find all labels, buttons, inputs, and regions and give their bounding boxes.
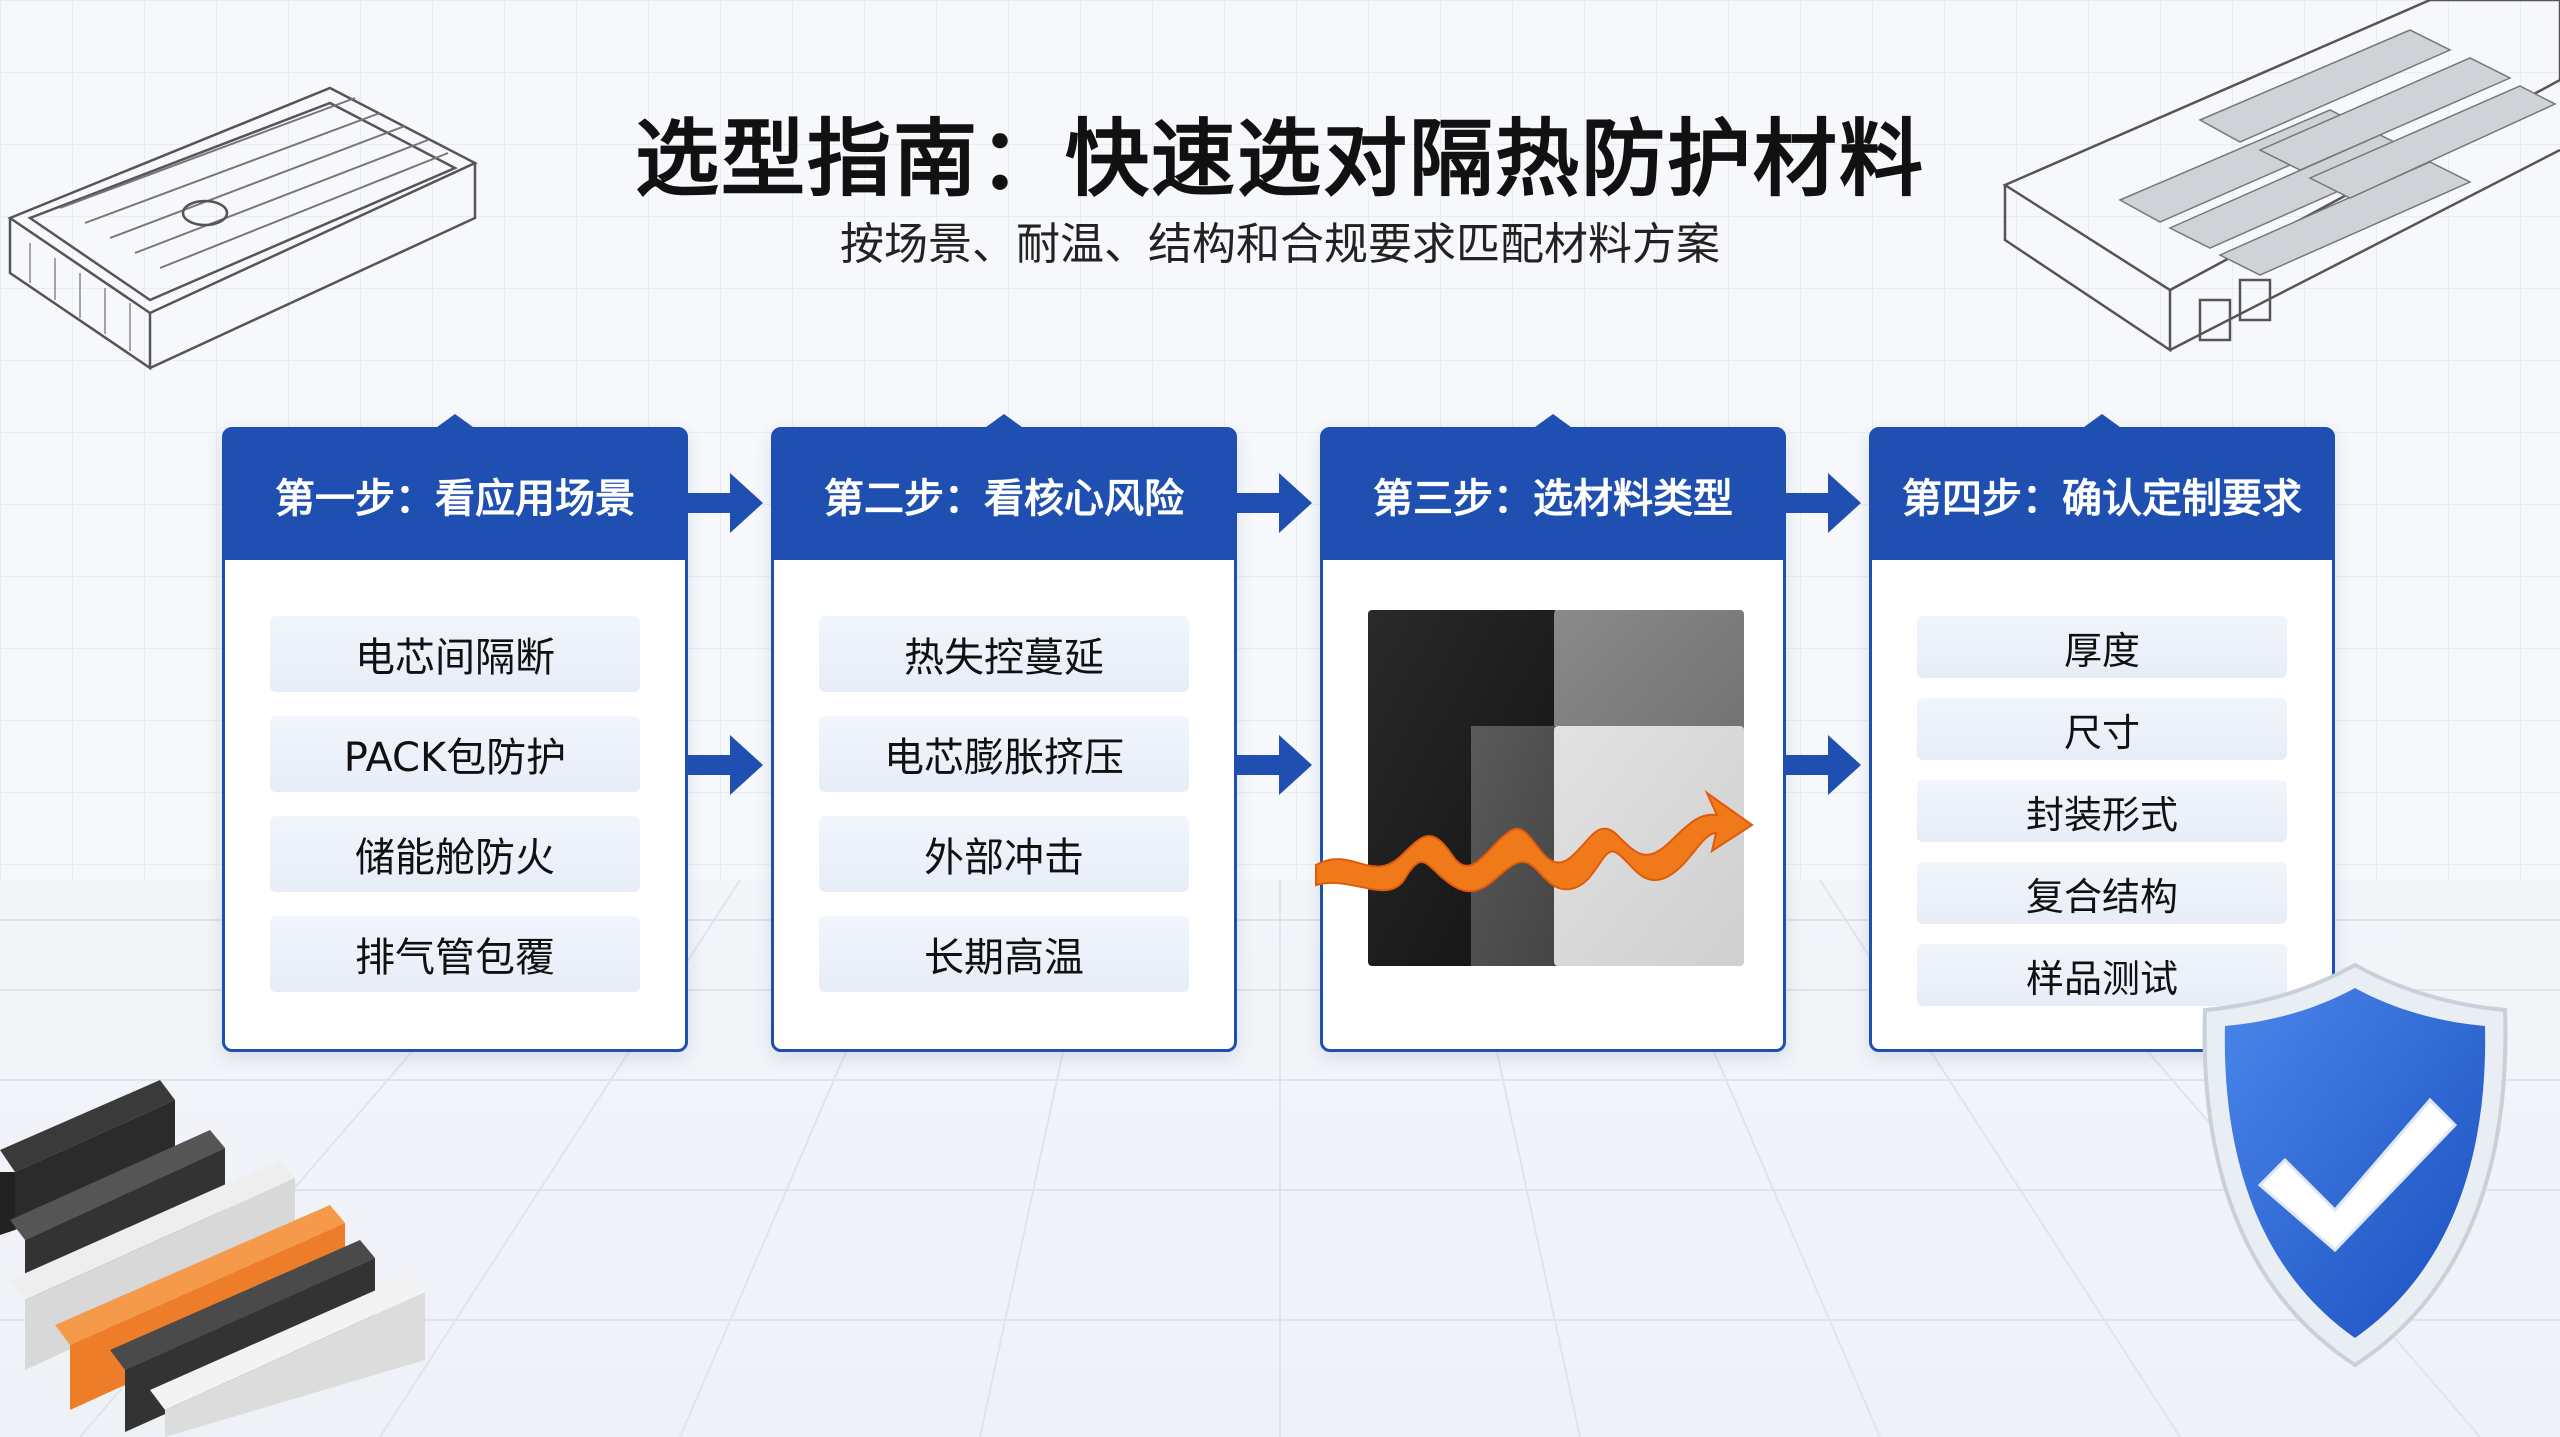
step-item: 电芯间隔断: [270, 616, 640, 692]
flame-wave-icon: [1315, 790, 1754, 893]
step-card-2: 第二步：看核心风险 热失控蔓延 电芯膨胀挤压 外部冲击 长期高温: [771, 414, 1237, 1052]
step-title: 第一步：看应用场景: [225, 430, 685, 560]
step-item: 外部冲击: [819, 816, 1189, 892]
arrow-right-icon: [1234, 473, 1312, 533]
step-title: 第三步：选材料类型: [1323, 430, 1783, 560]
battery-module-icon: [2002, 0, 2560, 353]
battery-pack-icon: [7, 86, 478, 371]
card-notch: [433, 414, 477, 430]
card-notch: [2080, 414, 2124, 430]
step-item: 复合结构: [1917, 862, 2287, 924]
step-item: PACK包防护: [270, 716, 640, 792]
page-title: 选型指南：快速选对隔热防护材料: [634, 110, 1925, 208]
step-item: 电芯膨胀挤压: [819, 716, 1189, 792]
arrow-right-icon: [685, 735, 763, 795]
step-items: 厚度 尺寸 封装形式 复合结构 样品测试: [1917, 616, 2287, 1026]
step-card-1: 第一步：看应用场景 电芯间隔断 PACK包防护 储能舱防火 排气管包覆: [222, 414, 688, 1052]
step-title: 第四步：确认定制要求: [1872, 430, 2332, 560]
step-item: 尺寸: [1917, 698, 2287, 760]
step-item: 封装形式: [1917, 780, 2287, 842]
material-strips-image: [0, 1080, 425, 1437]
step-item: 储能舱防火: [270, 816, 640, 892]
step-items: 热失控蔓延 电芯膨胀挤压 外部冲击 长期高温: [819, 616, 1189, 1016]
card-notch: [982, 414, 1026, 430]
material-samples-image: [1368, 610, 1744, 966]
shield-check-icon: [2202, 962, 2508, 1368]
step-item: 排气管包覆: [270, 916, 640, 992]
step-item: 样品测试: [1917, 944, 2287, 1006]
arrow-right-icon: [1234, 735, 1312, 795]
arrow-right-icon: [685, 473, 763, 533]
arrow-right-icon: [1783, 473, 1861, 533]
step-item: 厚度: [1917, 616, 2287, 678]
step-items: 电芯间隔断 PACK包防护 储能舱防火 排气管包覆: [270, 616, 640, 1016]
step-title: 第二步：看核心风险: [774, 430, 1234, 560]
page-subtitle: 按场景、耐温、结构和合规要求匹配材料方案: [840, 219, 1720, 270]
step-card-4: 第四步：确认定制要求 厚度 尺寸 封装形式 复合结构 样品测试: [1869, 414, 2335, 1052]
card-notch: [1531, 414, 1575, 430]
step-item: 热失控蔓延: [819, 616, 1189, 692]
step-item: 长期高温: [819, 916, 1189, 992]
arrow-right-icon: [1783, 735, 1861, 795]
